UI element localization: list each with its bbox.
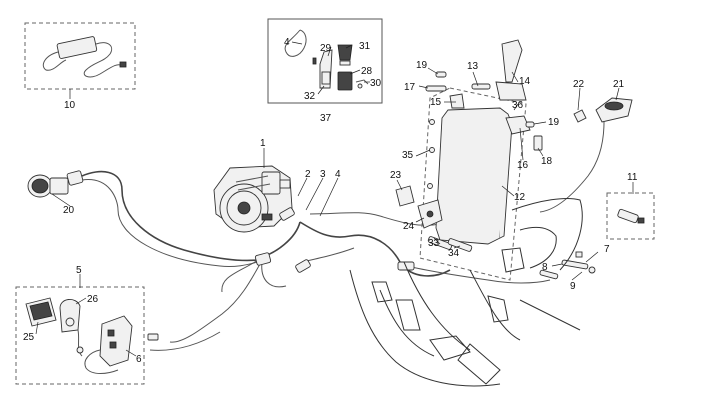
callout-7: 7 bbox=[604, 244, 610, 255]
battery-illustration bbox=[419, 39, 527, 281]
battery-bracket bbox=[395, 185, 443, 229]
controls-illustration bbox=[25, 297, 133, 374]
callout-11: 11 bbox=[627, 172, 638, 183]
callout-14: 14 bbox=[519, 76, 531, 87]
callout-19-left: 19 bbox=[416, 60, 428, 71]
group-box-kit bbox=[267, 18, 383, 104]
callout-4-kit: 4 bbox=[284, 37, 290, 48]
callout-4: 4 bbox=[335, 169, 341, 180]
motor-illustration bbox=[213, 165, 293, 233]
callout-24: 24 bbox=[403, 221, 415, 232]
callout-32: 32 bbox=[304, 91, 316, 102]
callout-6: 6 bbox=[136, 354, 142, 365]
callout-5: 5 bbox=[76, 265, 82, 276]
charger-illustration bbox=[42, 36, 127, 78]
callout-28: 28 bbox=[361, 66, 373, 77]
callout-26: 26 bbox=[87, 294, 99, 305]
battery-fasteners bbox=[425, 71, 543, 151]
callout-1: 1 bbox=[260, 138, 266, 149]
callout-20: 20 bbox=[63, 205, 75, 216]
callout-33: 33 bbox=[428, 238, 440, 249]
callout-12: 12 bbox=[514, 192, 526, 203]
leader-lines bbox=[35, 41, 634, 357]
frame-illustration bbox=[349, 197, 583, 387]
callout-3: 3 bbox=[320, 169, 326, 180]
callout-18: 18 bbox=[541, 156, 553, 167]
callout-23: 23 bbox=[390, 170, 402, 181]
callout-36: 36 bbox=[512, 100, 524, 111]
callout-25: 25 bbox=[23, 332, 35, 343]
rear-light-illustration bbox=[539, 97, 633, 213]
callout-8: 8 bbox=[542, 262, 548, 273]
light-bracket-11 bbox=[617, 208, 645, 224]
callout-13: 13 bbox=[467, 61, 479, 72]
display-20-illustration bbox=[27, 170, 84, 198]
callout-22: 22 bbox=[573, 79, 585, 90]
callout-31: 31 bbox=[359, 41, 371, 52]
callout-29: 29 bbox=[320, 43, 332, 54]
callout-2: 2 bbox=[305, 169, 311, 180]
callout-34: 34 bbox=[448, 248, 460, 259]
callout-9: 9 bbox=[570, 281, 576, 292]
callout-37: 37 bbox=[320, 113, 332, 124]
wiring-harness bbox=[81, 170, 551, 351]
callout-10: 10 bbox=[64, 100, 76, 111]
bolts-7-8-9 bbox=[539, 251, 596, 280]
callout-35: 35 bbox=[402, 150, 414, 161]
callout-15: 15 bbox=[430, 97, 442, 108]
callout-30: 30 bbox=[370, 78, 382, 89]
callout-17: 17 bbox=[404, 82, 416, 93]
callout-labels: 1 2 3 4 4 5 6 7 8 9 10 11 12 13 14 15 16… bbox=[23, 37, 638, 365]
callout-19-right: 19 bbox=[548, 117, 560, 128]
group-box-light-bracket bbox=[606, 192, 655, 240]
kit-illustration bbox=[284, 29, 369, 91]
callout-21: 21 bbox=[613, 79, 625, 90]
callout-16: 16 bbox=[517, 160, 529, 171]
group-box-charger bbox=[24, 22, 136, 90]
